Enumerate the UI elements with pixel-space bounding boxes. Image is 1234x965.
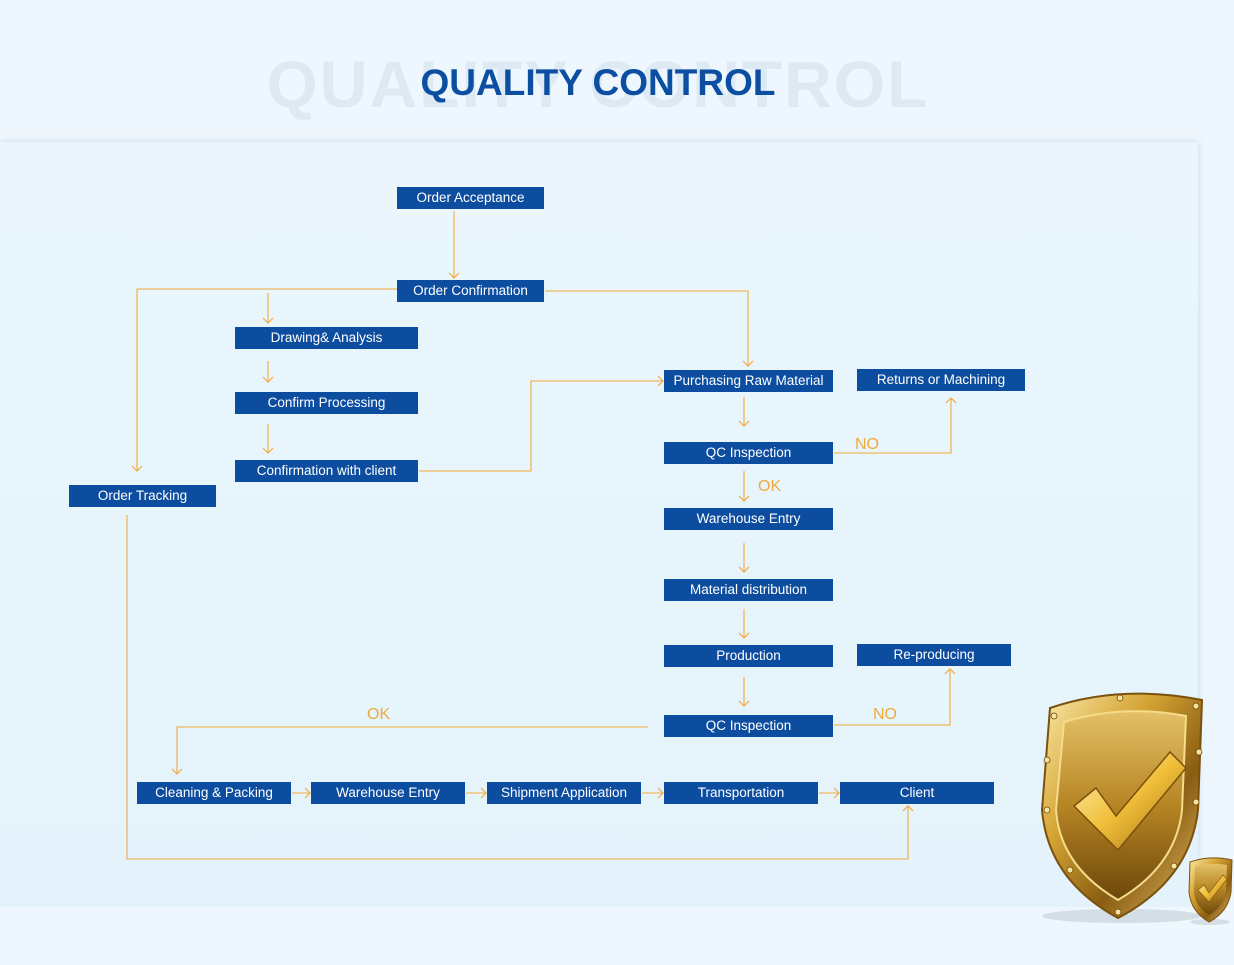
- small-gold-shield-checkmark-icon: [1186, 856, 1234, 926]
- box-order-tracking: Order Tracking: [69, 485, 216, 507]
- box-warehouse-entry-2: Warehouse Entry: [311, 782, 465, 804]
- box-qc-inspection-1: QC Inspection: [664, 442, 833, 464]
- box-order-confirmation: Order Confirmation: [397, 280, 544, 302]
- connector-qc2-cleaning: [177, 727, 648, 774]
- box-confirm-processing: Confirm Processing: [235, 392, 418, 414]
- gold-shield-checkmark-icon: [1030, 690, 1212, 926]
- label-no-returns: NO: [855, 436, 879, 454]
- box-purchasing-raw-material: Purchasing Raw Material: [664, 370, 833, 392]
- label-ok-cleaning: OK: [367, 706, 390, 724]
- box-order-acceptance: Order Acceptance: [397, 187, 544, 209]
- box-cleaning-packing: Cleaning & Packing: [137, 782, 291, 804]
- box-shipment-application: Shipment Application: [487, 782, 641, 804]
- connector-client-purchasing: [419, 381, 663, 471]
- box-warehouse-entry-1: Warehouse Entry: [664, 508, 833, 530]
- label-no-reproducing: NO: [873, 706, 897, 724]
- box-qc-inspection-2: QC Inspection: [664, 715, 833, 737]
- box-production: Production: [664, 645, 833, 667]
- box-confirmation-with-client: Confirmation with client: [235, 460, 418, 482]
- box-transportation: Transportation: [664, 782, 818, 804]
- connector-qc-returns: [834, 398, 951, 453]
- label-ok-warehouse: OK: [758, 478, 781, 496]
- box-re-producing: Re-producing: [857, 644, 1011, 666]
- connector-confirmation-tracking: [137, 289, 397, 471]
- connector-confirmation-purchasing: [545, 291, 748, 366]
- box-returns-or-machining: Returns or Machining: [857, 369, 1025, 391]
- connector-tracking-client: [127, 515, 908, 859]
- box-drawing-analysis: Drawing& Analysis: [235, 327, 418, 349]
- box-client: Client: [840, 782, 994, 804]
- box-material-distribution: Material distribution: [664, 579, 833, 601]
